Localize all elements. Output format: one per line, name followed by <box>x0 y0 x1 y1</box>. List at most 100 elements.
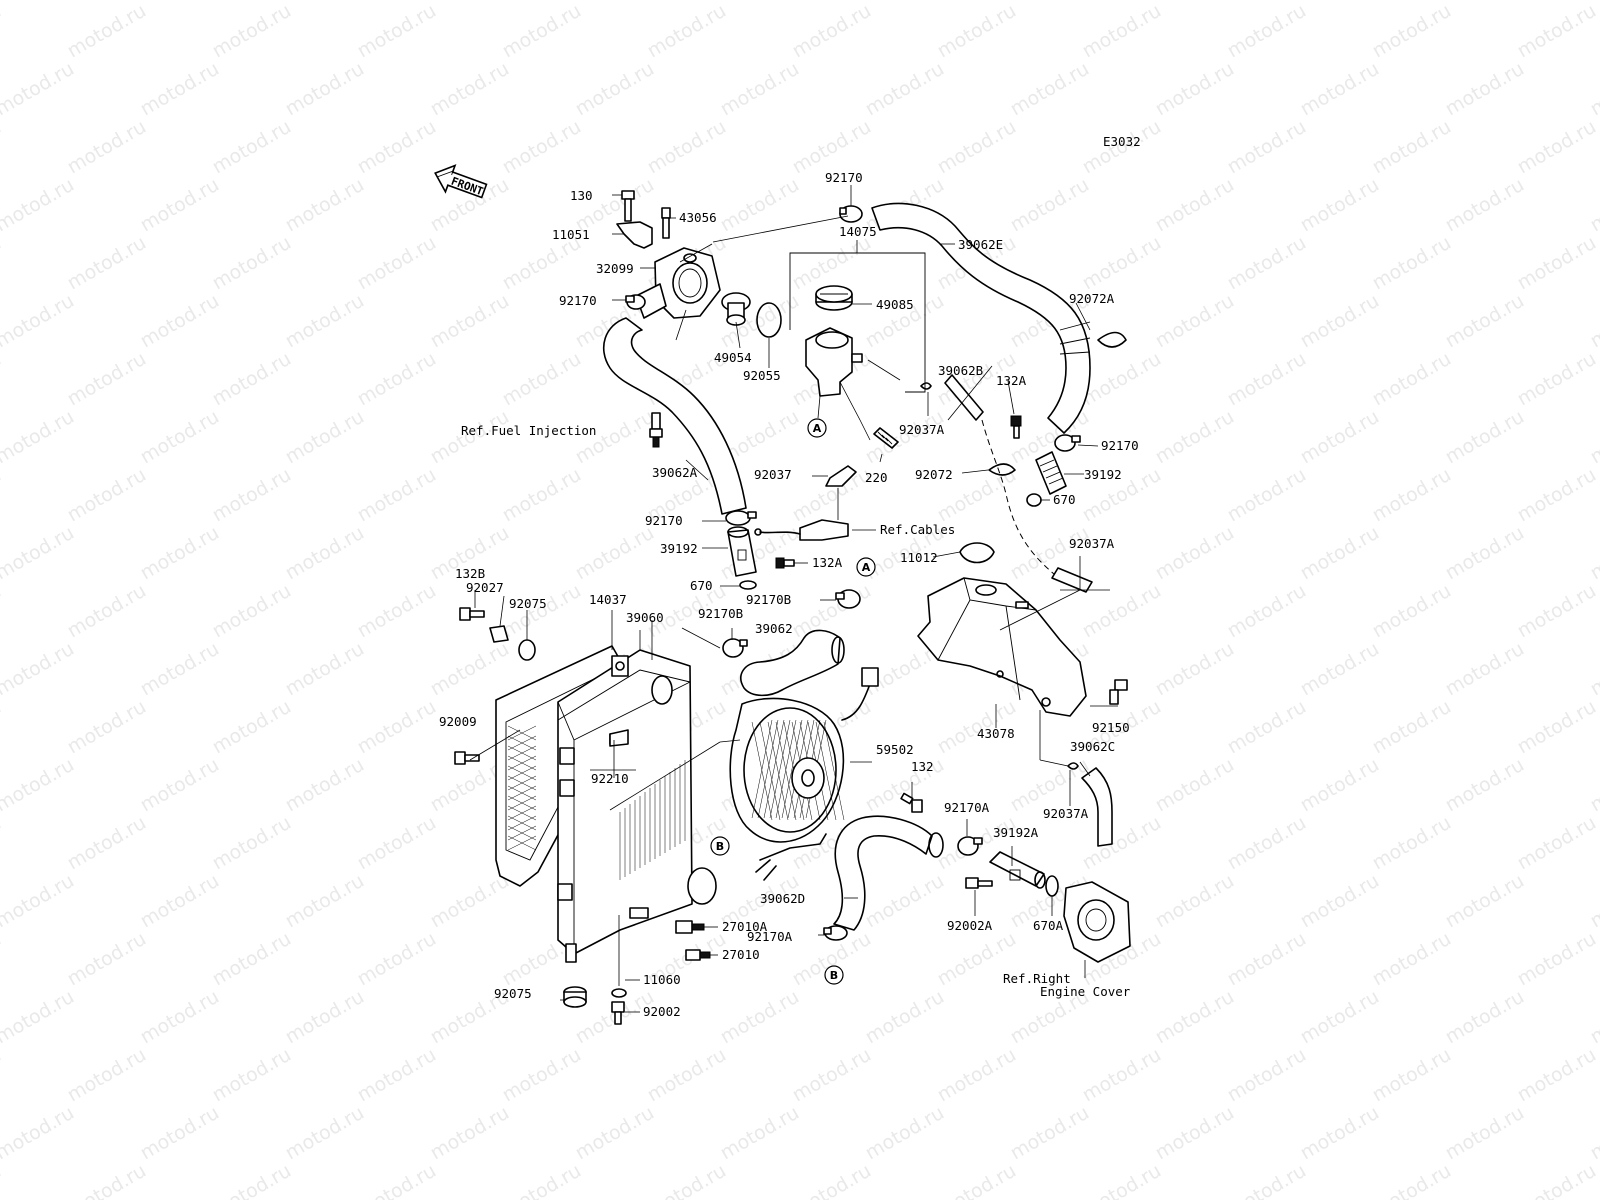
callout-A-mid: A <box>856 557 876 577</box>
thermostat-cover-32099-icon <box>635 247 721 319</box>
label-92170A-b: 92170A <box>747 929 793 944</box>
svg-text:B: B <box>716 840 724 853</box>
hose-clamp-92170B-a-icon <box>835 589 861 609</box>
label-11060: 11060 <box>643 972 681 987</box>
guard-mesh-line <box>507 725 537 741</box>
label-39192-right: 39192 <box>1084 467 1122 482</box>
label-220: 220 <box>865 470 888 485</box>
label-92037A-mid: 92037A <box>899 422 945 437</box>
label-670-right: 670 <box>1053 492 1076 507</box>
label-670-mid: 670 <box>690 578 713 593</box>
leader-lines <box>469 185 1118 1013</box>
label-92037A-low: 92037A <box>1043 806 1089 821</box>
fan-mesh-line <box>751 719 773 819</box>
fitting-39192-mid-icon <box>727 526 757 577</box>
label-92170-mid: 92170 <box>645 513 683 528</box>
fan-mesh-line <box>769 719 791 819</box>
label-132A-top: 132A <box>996 373 1027 388</box>
guard-mesh-line <box>507 815 537 831</box>
hose-clamp-92170A-b-icon <box>823 925 848 941</box>
radiator-mount-hardware <box>454 607 711 1025</box>
fan-mesh-line <box>759 721 781 821</box>
label-32099: 32099 <box>596 261 634 276</box>
bracket-lines-14075 <box>789 252 926 393</box>
label-132B: 132B <box>455 566 485 581</box>
hose-39062E-icon <box>871 202 1091 434</box>
filler-neck-icon <box>805 327 863 397</box>
cooling-fan-59502-icon <box>729 667 879 881</box>
o-ring-670-right-icon <box>1026 493 1042 507</box>
fan-mesh-line <box>823 721 845 821</box>
label-11051: 11051 <box>552 227 590 242</box>
thermostat-housing-group <box>616 190 984 449</box>
bolt-92002-icon <box>611 1001 625 1025</box>
clip-92072-icon <box>988 463 1016 476</box>
guard-mesh-line <box>507 835 537 851</box>
fan-mesh-line <box>763 719 785 819</box>
label-39062A: 39062A <box>652 465 698 480</box>
label-92072: 92072 <box>915 467 953 482</box>
label-132A-mid: 132A <box>812 555 843 570</box>
svg-text:A: A <box>862 561 871 574</box>
guard-mesh-line <box>507 795 537 811</box>
label-14037: 14037 <box>589 592 627 607</box>
label-92075-bottom: 92075 <box>494 986 532 1001</box>
cable-bracket-icon <box>754 519 849 541</box>
fan-mesh-line <box>815 721 837 821</box>
fan-mesh-line <box>767 721 789 821</box>
small-hose-39062B-icon <box>944 374 984 421</box>
label-59502: 59502 <box>876 742 914 757</box>
radiator-assembly-icon <box>495 645 717 963</box>
label-92075-top: 92075 <box>509 596 547 611</box>
label-49085: 49085 <box>876 297 914 312</box>
diagram-code: E3032 <box>1103 134 1141 149</box>
small-hose-reservoir-icon <box>1051 567 1093 593</box>
label-27010A: 27010A <box>722 919 768 934</box>
collar-92027-icon <box>489 625 509 643</box>
clip-92072A-icon <box>1097 331 1127 348</box>
guard-mesh-pattern <box>507 725 537 851</box>
label-92027: 92027 <box>466 580 504 595</box>
fan-mesh-line <box>775 719 797 819</box>
label-92037A-right: 92037A <box>1069 536 1115 551</box>
clip-92037A-icon <box>920 382 932 390</box>
hose-clamp-92170B-b-icon <box>722 638 748 658</box>
grommet-92075-top-icon <box>518 639 536 661</box>
overflow-hose-route <box>981 419 1055 575</box>
radiator-fins-pattern <box>619 760 686 880</box>
callout-B-radiator: B <box>710 836 730 856</box>
label-92170B-a: 92170B <box>746 592 791 607</box>
bolt-92150-icon <box>1109 679 1128 705</box>
thermostat-49054-icon <box>721 292 751 326</box>
label-43056: 43056 <box>679 210 717 225</box>
guard-mesh-line <box>507 765 537 781</box>
label-92170-left: 92170 <box>559 293 597 308</box>
engine-cover-icon <box>1063 881 1131 963</box>
label-92002A: 92002A <box>947 918 993 933</box>
radiator-cap-49085-icon <box>815 285 853 311</box>
label-11012: 11012 <box>900 550 938 565</box>
clip-92210-icon <box>609 729 629 747</box>
guard-mesh-line <box>507 745 537 761</box>
label-39062D: 39062D <box>760 891 805 906</box>
label-132: 132 <box>911 759 934 774</box>
hose-clamp-92170-icon <box>625 294 646 310</box>
clip-92037A-low-icon <box>1067 762 1079 770</box>
label-39062C: 39062C <box>1070 739 1115 754</box>
hoses-group <box>602 202 1131 963</box>
radiator-core-39060-icon <box>557 649 693 955</box>
label-130: 130 <box>570 188 593 203</box>
label-39192-mid: 39192 <box>660 541 698 556</box>
fan-connector-icon <box>861 667 879 687</box>
label-14075: 14075 <box>839 224 877 239</box>
hose-39062A-icon <box>602 317 747 515</box>
front-arrow-icon: FRONT <box>434 164 488 199</box>
bolt-132-icon <box>900 792 923 813</box>
washer-11060-icon <box>611 988 627 998</box>
hose-39062C-icon <box>1081 767 1113 847</box>
guard-mesh-line <box>507 735 537 751</box>
label-39192A: 39192A <box>993 825 1039 840</box>
callout-B-hose: B <box>824 965 844 985</box>
label-39060: 39060 <box>626 610 664 625</box>
